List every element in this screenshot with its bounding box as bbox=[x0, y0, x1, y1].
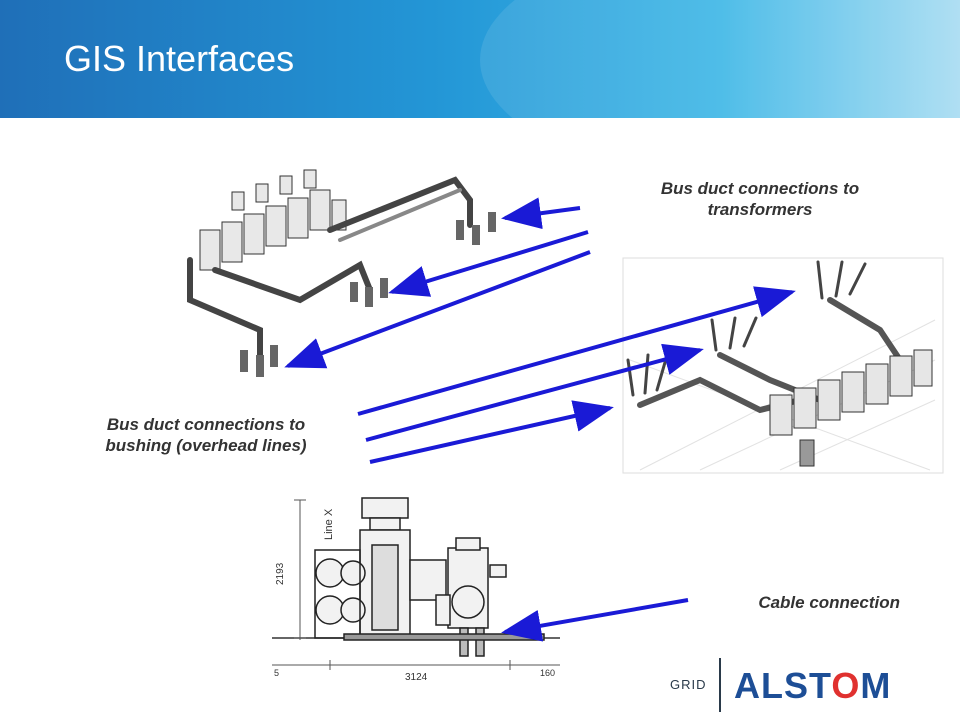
duct-flanges bbox=[240, 212, 496, 377]
label-bushing-line1: Bus duct connections to bbox=[106, 415, 306, 434]
line-tag: Line X bbox=[323, 508, 335, 540]
slide-header: GIS Interfaces bbox=[0, 0, 960, 118]
label-transformers: Bus duct connections to transformers bbox=[660, 179, 860, 219]
label-cable: Cable connection bbox=[758, 593, 900, 612]
logo-division: GRID bbox=[670, 677, 707, 692]
bus-ducts bbox=[187, 176, 473, 363]
logo-divider bbox=[719, 658, 721, 712]
arrow-transformer-3 bbox=[284, 250, 591, 369]
logo-brand-suffix: M bbox=[860, 665, 892, 706]
gis-transformer-layout bbox=[187, 169, 496, 377]
gis-cable-elevation: 2193 3124 5 160 Line X bbox=[272, 497, 560, 683]
arrow-transformer-2 bbox=[388, 230, 589, 297]
logo-brand-prefix: ALST bbox=[734, 665, 832, 706]
arrow-bushing-3 bbox=[369, 400, 614, 464]
label-bushing-line2: bushing (overhead lines) bbox=[105, 436, 307, 455]
header-swoosh bbox=[480, 0, 960, 118]
gis-bushing-layout bbox=[622, 257, 944, 474]
pointer-arrows bbox=[284, 197, 796, 642]
arrow-transformer-1 bbox=[501, 197, 581, 230]
width-dimension: 3124 bbox=[405, 672, 428, 683]
right-dimension: 160 bbox=[540, 668, 555, 678]
elevation-equipment bbox=[314, 497, 545, 657]
logo-brand-o: O bbox=[831, 665, 861, 706]
alstom-logo: ALSTOM bbox=[734, 665, 891, 707]
arrow-cable bbox=[501, 598, 689, 642]
left-dimension: 5 bbox=[274, 668, 279, 678]
height-dimension: 2193 bbox=[275, 562, 286, 585]
switchgear-bays bbox=[199, 169, 347, 271]
arrow-bushing-2 bbox=[365, 343, 704, 442]
slide-title: GIS Interfaces bbox=[64, 38, 295, 79]
arrow-bushing-1 bbox=[357, 286, 796, 416]
label-bushing: Bus duct connections to bushing (overhea… bbox=[66, 414, 346, 456]
bushing-switchgear bbox=[769, 349, 933, 467]
